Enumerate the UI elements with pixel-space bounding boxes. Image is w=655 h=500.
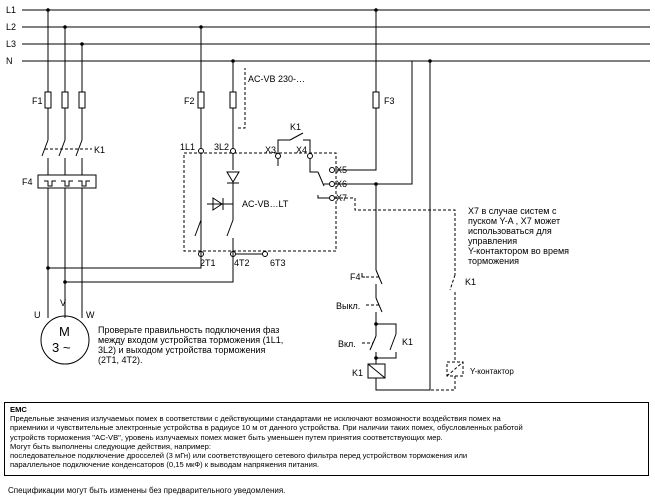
note-x7-line: Y-контактором во время [468,246,569,256]
fuse-f2-a [197,91,205,109]
terminal-1l1: 1L1 [180,142,195,152]
label-ac-vb-230: AC-VB 230-… [248,74,305,84]
motor-label-phase: 3 ~ [52,340,71,355]
label-k1-main: K1 [94,145,105,155]
label-k1-top: K1 [290,122,301,132]
label-f4-relay: F4 [22,177,33,187]
note-motor-line: Проверьте правильность подключения фаз [98,325,279,335]
note-x7-line: торможения [468,256,519,266]
note-x7: X7 в случае систем с пуском Y-A , X7 мож… [468,206,569,266]
terminal-2t1: 2T1 [200,258,216,268]
footer-note: Спецификации могут быть изменены без пре… [8,486,286,495]
note-motor-line: 3L2) и выходом устройства торможения [98,345,265,355]
note-motor-line: (2T1, 4T2). [98,355,143,365]
device-housing [183,152,337,252]
motor-symbol [40,315,90,365]
emc-line: последовательное подключение дросселей (… [10,451,468,461]
label-n: N [6,56,13,66]
fuse-f1-a [44,91,52,109]
label-f4-contact: F4 [350,272,361,282]
label-ac-vb-lt: AC-VB…LT [242,199,289,209]
braking-device: F2 AC-VB 230-… 1L1 3L2 AC-VB…LT 2T1 4T2 … [48,25,456,283]
label-k1-self: K1 [402,337,413,347]
label-k1-aux: K1 [465,277,476,287]
emc-line: приемники и чувствительные электронные у… [10,423,523,433]
note-x7-line: использоваться для [468,226,552,236]
note-x7-line: X7 в случае систем с [468,206,557,216]
emc-note-box: EMC Предельные значения излучаемых помех… [4,402,649,476]
terminal-6t3: 6T3 [270,258,286,268]
label-u: U [34,310,41,320]
terminal-3l2: 3L2 [214,142,229,152]
fuse-f3 [372,91,380,109]
supply-lines: L1 L2 L3 N [6,5,650,66]
fuse-f2-b [229,91,237,109]
label-w: W [86,310,95,320]
wiring-diagram: L1 L2 L3 N F1 K1 F4 [6,5,650,391]
label-l1: L1 [6,5,16,15]
switch-on-label: Вкл. [338,339,356,349]
note-motor: Проверьте правильность подключения фаз м… [98,325,283,365]
label-l2: L2 [6,22,16,32]
emc-line: устройств торможения "AC-VB", уровень из… [10,432,443,442]
note-x7-line: пуском Y-A , X7 может [468,216,560,226]
note-motor-line: между входом устройства торможения (1L1, [98,335,283,345]
label-f2: F2 [184,96,195,106]
label-v: V [60,298,66,308]
control-circuit: F3 F4 Выкл. Вкл. K1 K1 K1 [336,8,514,391]
terminal-x3: X3 [265,145,276,155]
emc-line: Могут быть выполнены следующие действия,… [10,441,211,451]
fuse-f1-b [61,91,69,109]
label-l3: L3 [6,39,16,49]
label-k1-coil: K1 [352,368,363,378]
label-f3: F3 [384,96,395,106]
emc-line: параллельное подключение конденсаторов (… [10,460,320,470]
motor-label-m: M [59,324,70,339]
label-f1: F1 [32,96,43,106]
emc-line: Предельные значения излучаемых помех в с… [10,414,501,424]
switch-off-label: Выкл. [336,301,360,311]
note-x7-line: управления [468,236,517,246]
motor-circuit: F1 K1 F4 U V W M 3 ~ [22,8,105,365]
terminal-4t2: 4T2 [234,258,250,268]
thermal-relay-f4 [37,174,97,189]
terminal-x4: X4 [296,145,307,155]
fuse-f1-c [78,91,86,109]
emc-title: EMC [10,405,27,414]
label-y-contactor: Y-контактор [470,367,514,376]
